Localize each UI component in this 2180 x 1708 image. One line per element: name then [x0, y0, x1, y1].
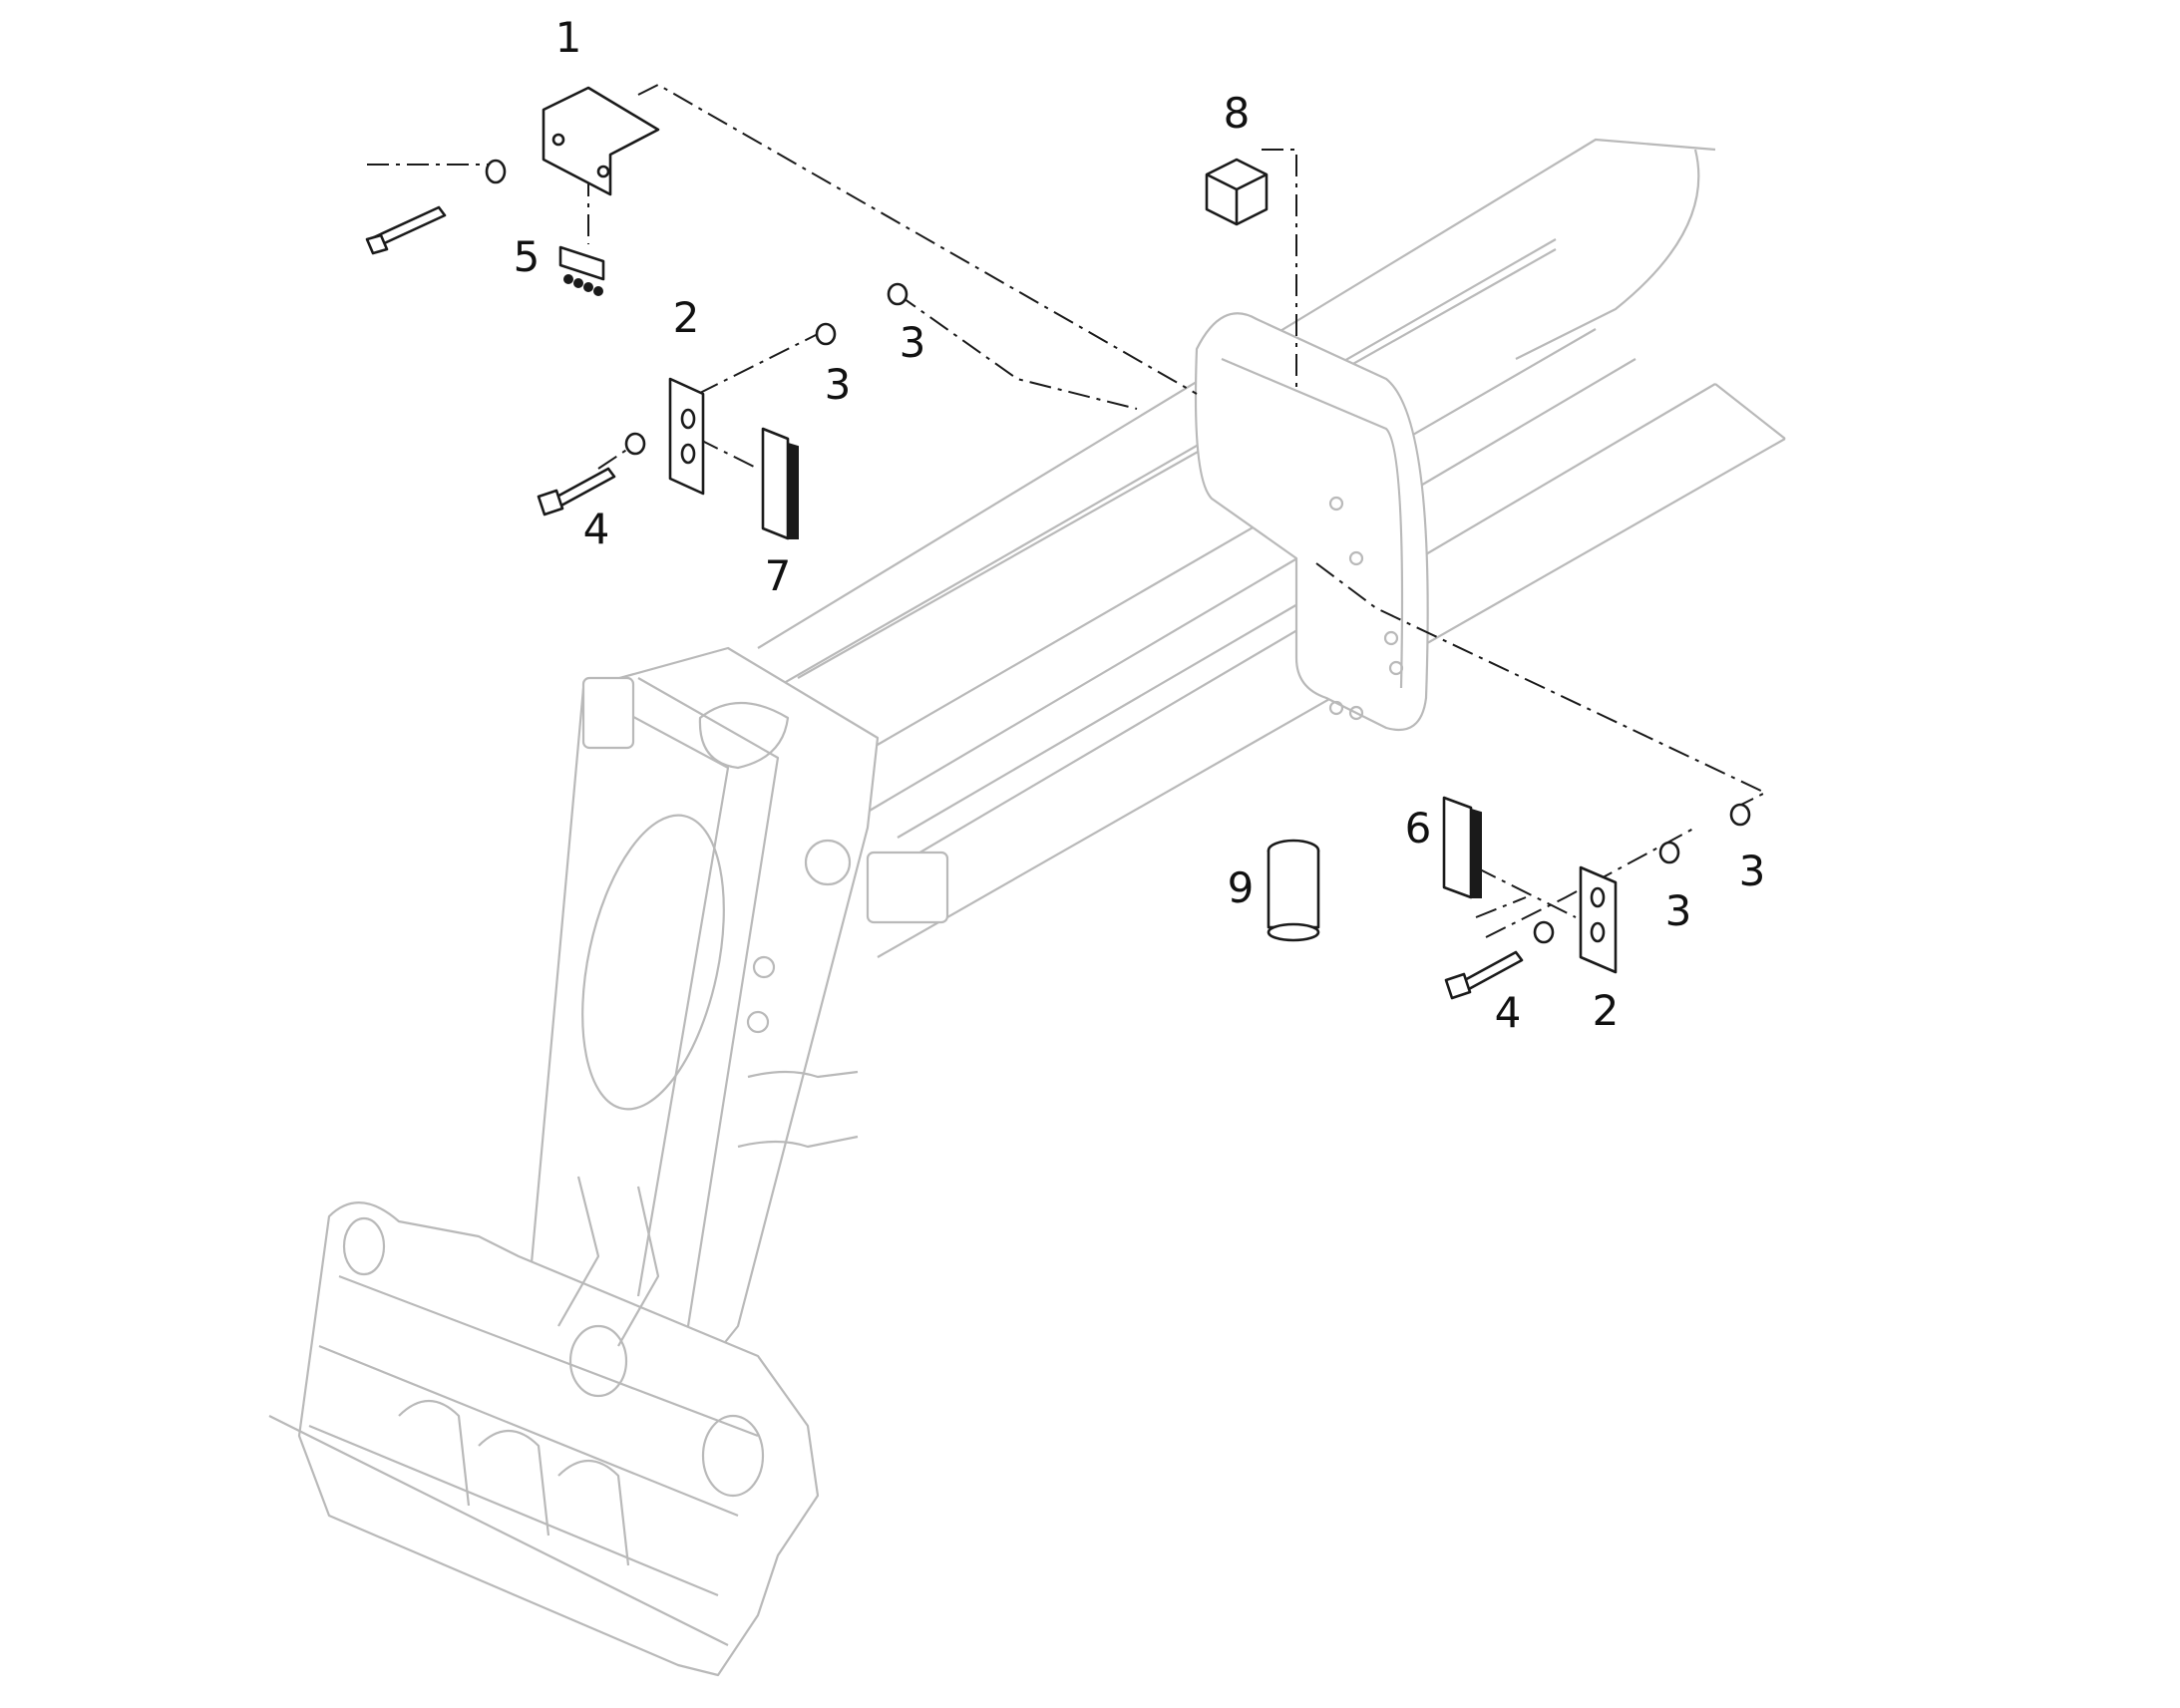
- leader-lines: [367, 83, 1768, 938]
- callout-3a: 3: [825, 360, 852, 409]
- part-9-pin: [1267, 839, 1320, 942]
- part-4-bolt-lower: [1444, 950, 1524, 1000]
- callout-4a: 4: [583, 505, 610, 553]
- part-8-cube: [1205, 158, 1269, 226]
- callout-7: 7: [765, 551, 792, 600]
- callout-2b: 2: [1593, 986, 1620, 1035]
- part-1-bracket: [542, 86, 660, 196]
- callout-2a: 2: [673, 293, 700, 342]
- callout-9: 9: [1228, 863, 1255, 912]
- callout-8: 8: [1224, 89, 1251, 138]
- callout-3c: 3: [1665, 886, 1692, 935]
- part-6-terminal-strip: [1442, 796, 1482, 899]
- part-2-plate-lower: [1579, 865, 1618, 974]
- callout-6: 6: [1405, 804, 1432, 853]
- part-3-washers-upper: [624, 282, 908, 456]
- callout-3d: 3: [1739, 847, 1766, 895]
- part-4-bolt-upper: [537, 467, 616, 516]
- part-3-washers-lower: [1533, 803, 1751, 944]
- callout-4b: 4: [1495, 988, 1522, 1037]
- callout-3b: 3: [900, 318, 926, 367]
- part-bolt-upper: [365, 159, 507, 255]
- part-7-terminal-strip: [761, 427, 799, 540]
- callout-1: 1: [555, 13, 582, 62]
- callout-labels: 1 2 2 3 3 3 3 4 4 5 6 7 8 9: [514, 13, 1766, 1037]
- part-2-plate-upper: [668, 377, 705, 496]
- part-5-terminal-block: [558, 245, 605, 296]
- callout-5: 5: [514, 232, 541, 281]
- boom-assembly-ghost: [268, 138, 1786, 1677]
